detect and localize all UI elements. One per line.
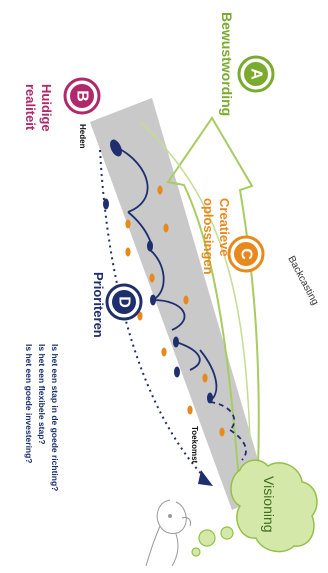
question-1: Is het een stap in de goede richting?	[50, 344, 60, 491]
question-2: Is het een flexibele stap?	[37, 344, 47, 445]
stage-d-label: Prioriteren	[91, 272, 106, 338]
stage-c-letter: C	[238, 248, 255, 260]
dotted-arrow-head	[198, 470, 213, 486]
stage-c-badge: C	[227, 235, 265, 273]
backcasting-arrow-curve	[139, 121, 251, 441]
question-3: Is het een goede investering?	[24, 344, 34, 464]
timeline-band	[90, 98, 268, 510]
dotted-future-arrow	[99, 149, 206, 479]
thought-bubbles	[191, 526, 234, 557]
questions-list: Is het een stap in de goede richting? Is…	[24, 344, 60, 491]
stage-b-letter: B	[74, 90, 91, 102]
stage-c-label-line2: oplossingen	[201, 198, 216, 275]
stage-a-label: Bewustwording	[219, 12, 235, 116]
future-arcs	[209, 401, 247, 461]
step-dots	[103, 139, 213, 404]
thinking-person-icon	[145, 499, 191, 567]
stage-d-letter: D	[116, 296, 133, 308]
visioning-cloud: Visioning	[230, 459, 318, 553]
stage-b-label-line1: Huidige	[39, 84, 54, 132]
stage-d-badge: D	[105, 283, 143, 321]
backcasting-label: Backcasting	[285, 254, 320, 307]
stage-b-label-line2: realiteit	[23, 84, 38, 131]
backcasting-arrow	[166, 116, 260, 471]
heden-label: Heden	[78, 124, 87, 149]
stage-b-badge: B	[63, 77, 101, 115]
stage-a-badge: A	[237, 55, 275, 93]
idea-dots	[125, 185, 225, 437]
stage-c-label-line1: Creatieve	[217, 198, 232, 257]
toekomst-label: Toekomst	[190, 426, 199, 464]
step-arcs	[117, 147, 218, 403]
visioning-label: Visioning	[261, 476, 277, 533]
stage-a-letter: A	[248, 68, 265, 80]
